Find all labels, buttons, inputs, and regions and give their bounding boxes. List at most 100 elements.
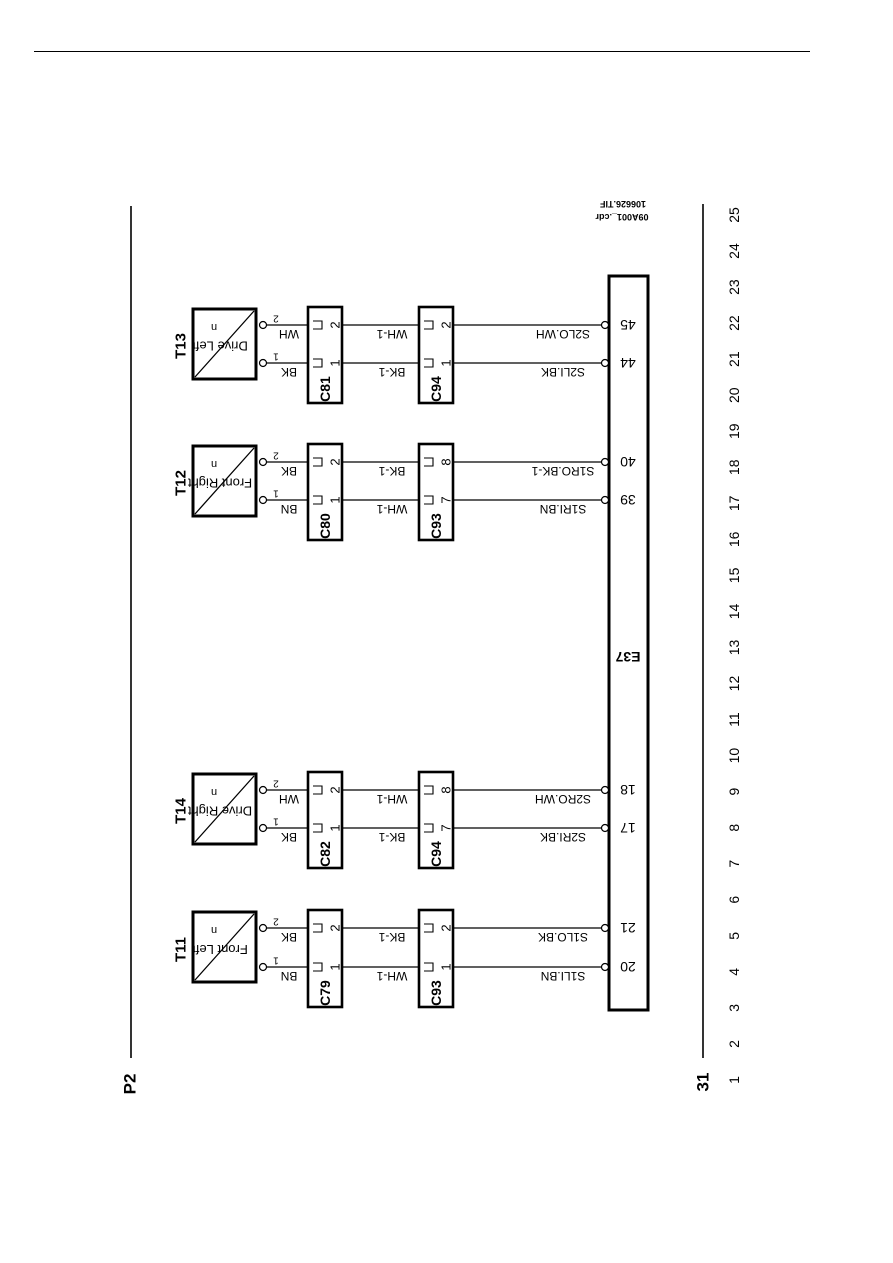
pin-socket-symbol bbox=[424, 320, 434, 330]
grid-number-6: 6 bbox=[726, 896, 742, 904]
sensor-pin-number: 1 bbox=[273, 488, 279, 499]
connector-pin-number: 1 bbox=[328, 496, 343, 503]
grid-number-1: 1 bbox=[726, 1076, 742, 1084]
grid-number-21: 21 bbox=[726, 351, 742, 367]
sensor-speed-glyph: n bbox=[211, 458, 217, 470]
grid-number-17: 17 bbox=[726, 495, 742, 511]
wire-color-harness: WH-1 bbox=[376, 327, 407, 341]
module-label-e37: E37 bbox=[615, 649, 640, 665]
wire-color-sensor-side: BN bbox=[281, 502, 298, 516]
sensor-diagonal bbox=[194, 775, 255, 843]
connector-pin-number: 2 bbox=[439, 321, 454, 328]
connector-pin-number: 2 bbox=[328, 321, 343, 328]
pin-socket-symbol bbox=[313, 823, 323, 833]
pin-socket-symbol bbox=[313, 962, 323, 972]
module-pin-terminal bbox=[600, 923, 610, 933]
pin-socket-symbol bbox=[313, 923, 323, 933]
sensor-pin-terminal bbox=[258, 923, 268, 933]
connector-pin-number: 1 bbox=[328, 359, 343, 366]
wire-color-harness: WH-1 bbox=[376, 969, 407, 983]
grid-number-16: 16 bbox=[726, 531, 742, 547]
grid-number-19: 19 bbox=[726, 423, 742, 439]
sensor-pin-number: 2 bbox=[273, 778, 279, 789]
signal-name: S1LI.BN bbox=[541, 969, 586, 983]
sensor-pin-number: 2 bbox=[273, 916, 279, 927]
signal-name: S2LI.BK bbox=[541, 365, 585, 379]
module-pin-number: 45 bbox=[620, 317, 636, 333]
pin-socket-symbol bbox=[313, 457, 323, 467]
wire-color-sensor-side: BK bbox=[281, 365, 297, 379]
grid-number-5: 5 bbox=[726, 932, 742, 940]
grid-number-14: 14 bbox=[726, 603, 742, 619]
wire-color-harness: BK-1 bbox=[378, 830, 405, 844]
connector-outline bbox=[417, 908, 455, 1009]
sensor-diagonal bbox=[194, 310, 255, 378]
sensor-pin-number: 2 bbox=[273, 450, 279, 461]
pin-socket-symbol bbox=[424, 457, 434, 467]
wire-color-harness: BK-1 bbox=[378, 365, 405, 379]
connector-outline bbox=[306, 442, 344, 542]
grid-number-10: 10 bbox=[726, 748, 742, 764]
sensor-pin-number: 1 bbox=[273, 955, 279, 966]
page-header-rule bbox=[34, 51, 810, 52]
sensor-pin-terminal bbox=[258, 320, 268, 330]
module-pin-terminal bbox=[600, 962, 610, 972]
pin-socket-symbol bbox=[313, 358, 323, 368]
module-pin-terminal bbox=[600, 495, 610, 505]
connector-id: C79 bbox=[317, 980, 333, 1006]
connector-pin-number: 2 bbox=[328, 786, 343, 793]
sensor-speed-glyph: n bbox=[211, 924, 217, 936]
grid-number-25: 25 bbox=[726, 207, 742, 223]
wire-color-sensor-side: WH bbox=[279, 792, 299, 806]
sensor-id-t11: T11 bbox=[173, 937, 190, 962]
sensor-id-t13: T13 bbox=[173, 333, 190, 359]
pin-socket-symbol bbox=[424, 962, 434, 972]
pin-socket-symbol bbox=[313, 320, 323, 330]
grid-number-11: 11 bbox=[726, 712, 742, 727]
module-pin-number: 44 bbox=[620, 355, 636, 371]
connector-pin-number: 1 bbox=[328, 824, 343, 831]
connector-id: C81 bbox=[317, 376, 333, 402]
grid-number-23: 23 bbox=[726, 279, 742, 295]
connector-outline bbox=[417, 770, 455, 870]
sensor-name: Drive Left bbox=[192, 339, 248, 354]
connector-id: C93 bbox=[428, 980, 444, 1006]
connector-pin-number: 7 bbox=[439, 496, 454, 503]
sensor-pin-terminal bbox=[258, 495, 268, 505]
sensor-pin-number: 2 bbox=[273, 313, 279, 324]
file-name-cdr: 09A001_.cdr bbox=[595, 212, 649, 222]
sensor-diagonal bbox=[194, 447, 255, 515]
module-pin-terminal bbox=[600, 457, 610, 467]
grid-number-24: 24 bbox=[726, 243, 742, 259]
module-pin-number: 40 bbox=[620, 454, 636, 470]
sensor-id-t12: T12 bbox=[173, 470, 190, 496]
sensor-pin-terminal bbox=[258, 823, 268, 833]
grid-number-13: 13 bbox=[726, 640, 742, 656]
pin-socket-symbol bbox=[424, 823, 434, 833]
sensor-pin-terminal bbox=[258, 962, 268, 972]
module-pin-terminal bbox=[600, 320, 610, 330]
module-outline bbox=[607, 274, 650, 1012]
pin-socket-symbol bbox=[424, 358, 434, 368]
sensor-id-t14: T14 bbox=[173, 797, 190, 824]
connector-outline bbox=[417, 442, 455, 542]
connector-c93: C93 7 8 bbox=[417, 442, 455, 542]
grid-number-15: 15 bbox=[726, 567, 742, 583]
grid-number-9: 9 bbox=[726, 788, 742, 796]
sensor-diagonal bbox=[194, 913, 255, 981]
wire-color-harness: BK-1 bbox=[378, 930, 405, 944]
grid-number-7: 7 bbox=[726, 860, 742, 868]
grid-number-12: 12 bbox=[726, 676, 742, 692]
connector-pin-number: 8 bbox=[439, 458, 454, 465]
connector-id: C93 bbox=[428, 513, 444, 539]
